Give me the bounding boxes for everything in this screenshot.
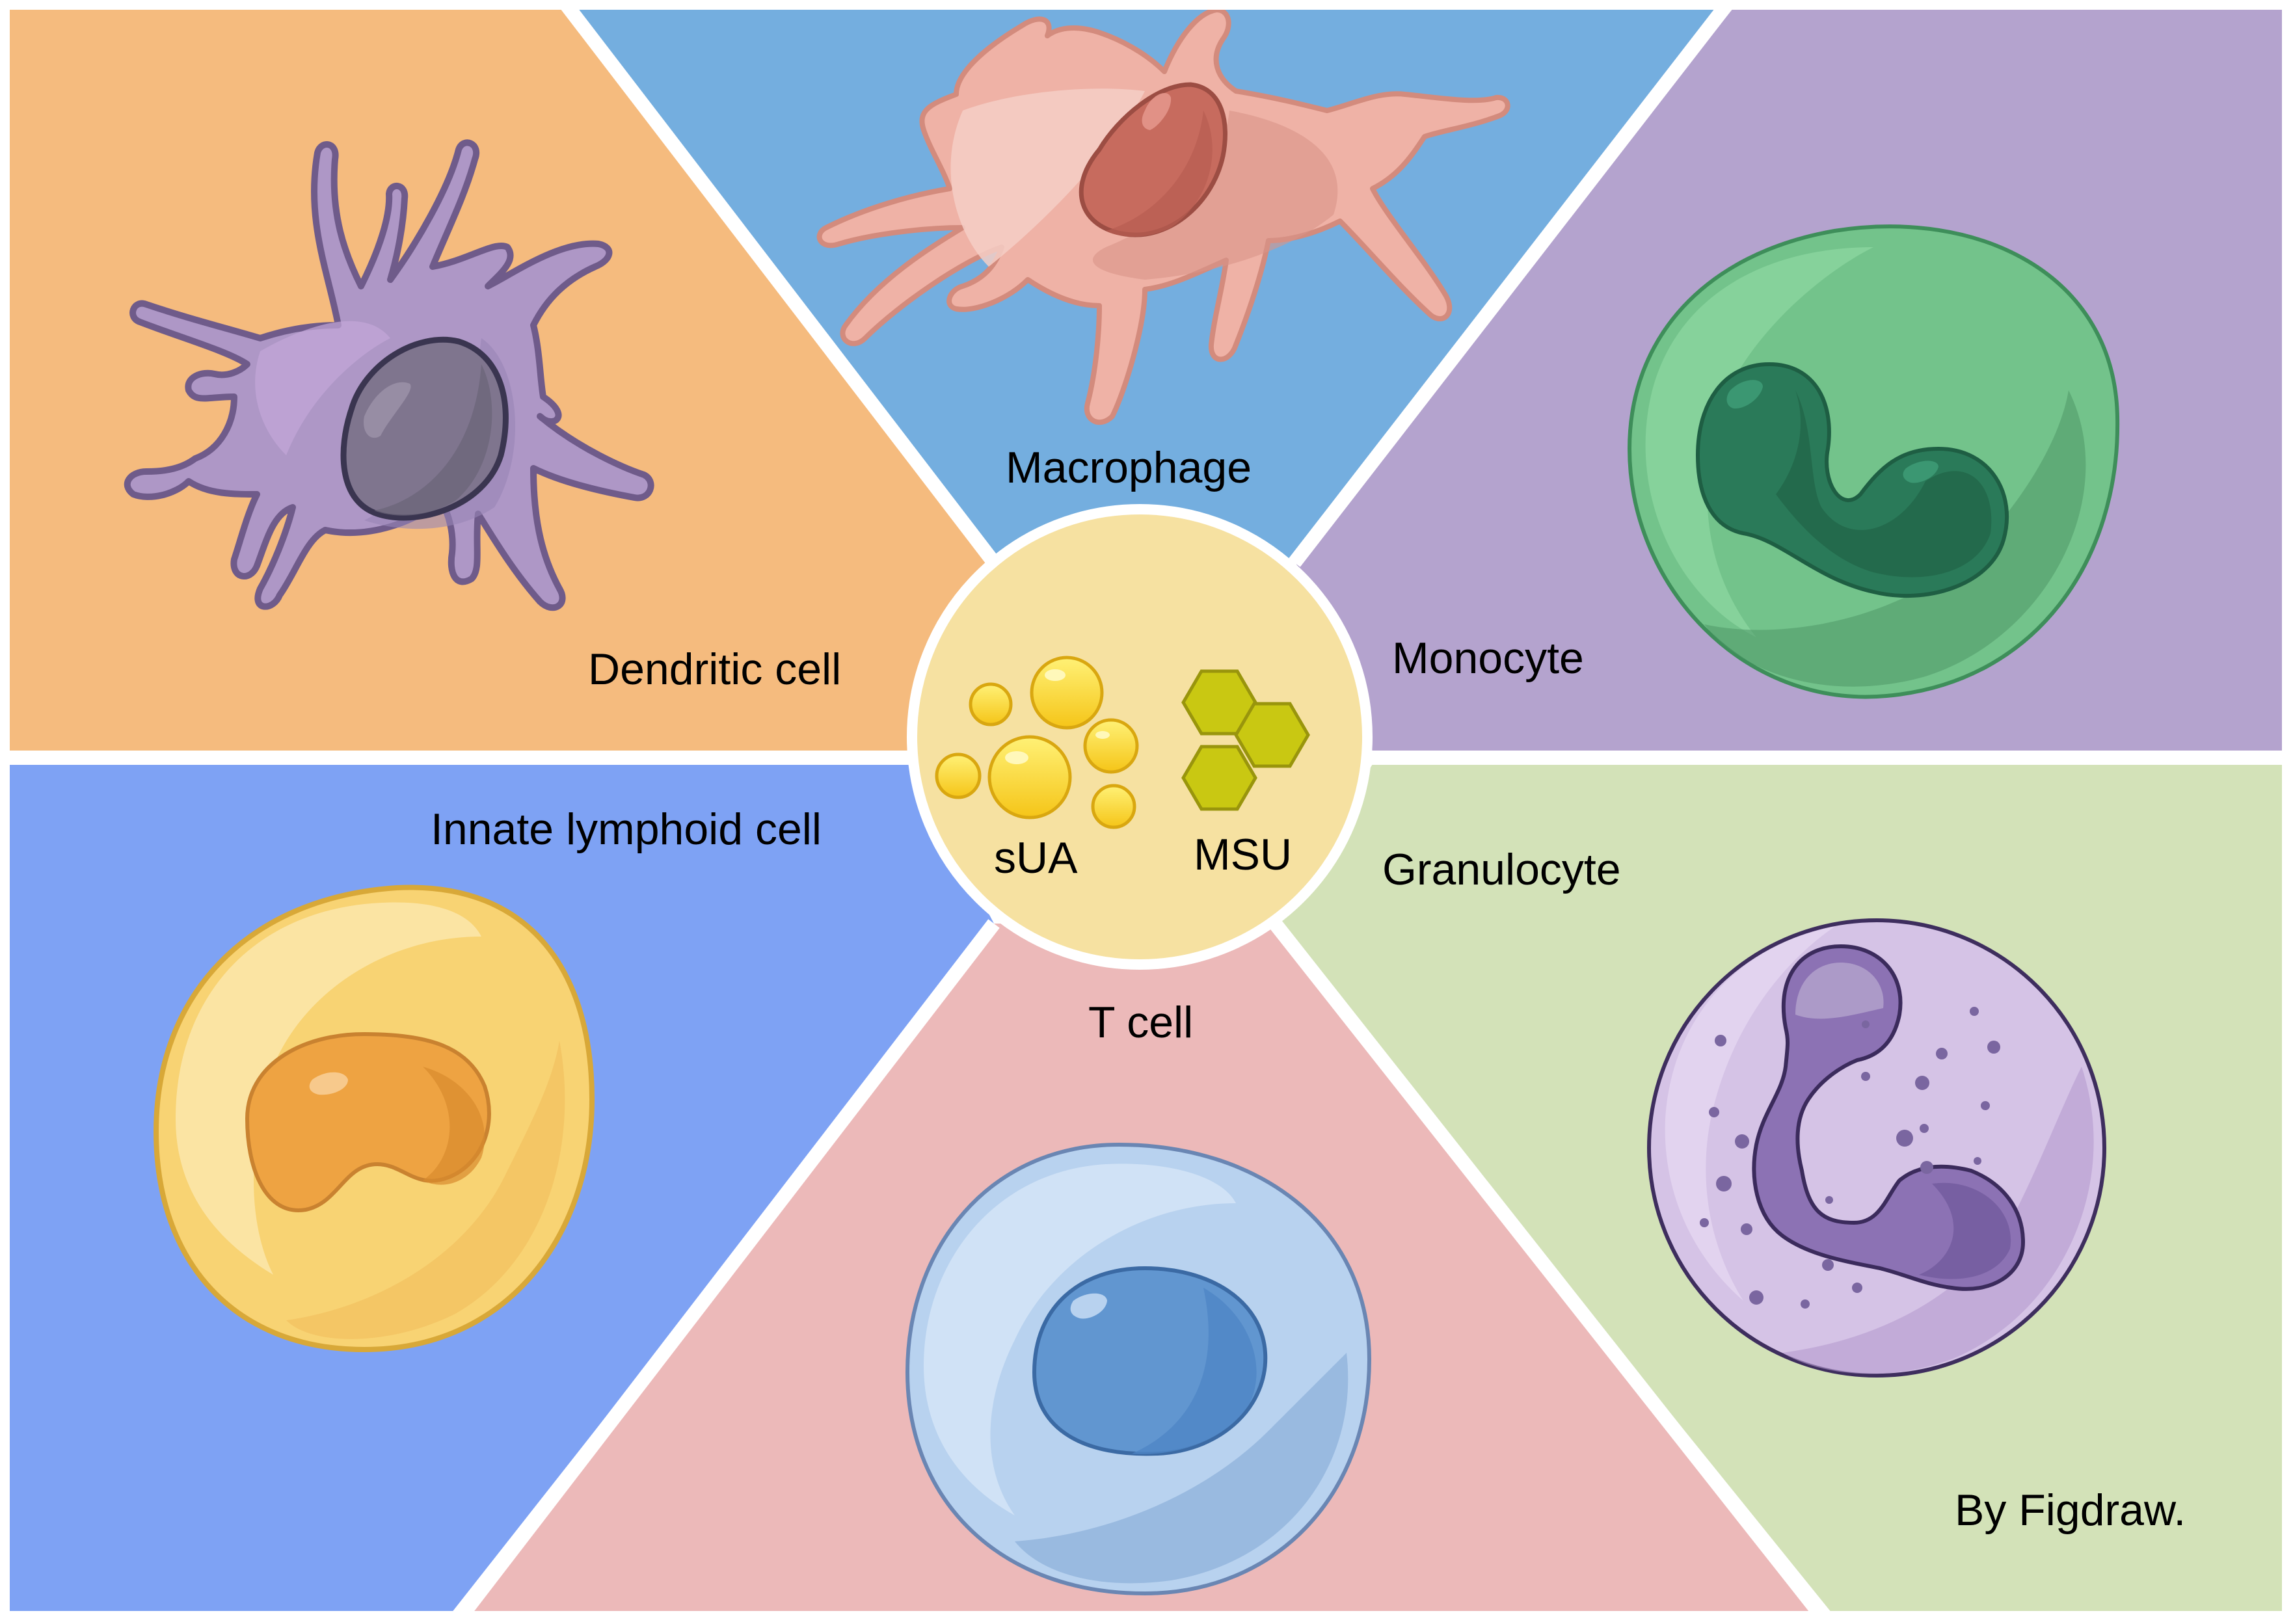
dendritic-cell-icon <box>124 139 654 611</box>
center-circle <box>907 504 1373 970</box>
granule-dots <box>1700 1007 2000 1309</box>
macrophage-label: Macrophage <box>1006 443 1252 492</box>
macrophage-icon <box>816 7 1510 425</box>
granulocyte-label: Granulocyte <box>1382 845 1621 894</box>
t-cell-label: T cell <box>1088 998 1193 1047</box>
center-badge <box>907 504 1373 970</box>
monocyte-icon <box>1627 224 2120 699</box>
innate-lymphoid-cell-icon <box>153 885 595 1353</box>
uric-acid-droplets-icon <box>935 656 1139 829</box>
monocyte-label: Monocyte <box>1392 633 1584 683</box>
granulocyte-icon <box>1647 918 2106 1378</box>
credit-text: By Figdraw. <box>1955 1485 2186 1535</box>
t-cell-icon <box>905 1142 1372 1596</box>
msu-crystals-icon <box>1181 669 1310 811</box>
sua-label: sUA <box>994 833 1078 883</box>
dendritic-cell-label: Dendritic cell <box>588 645 841 694</box>
msu-label: MSU <box>1194 830 1292 879</box>
innate-lymphoid-cell-label: Innate lymphoid cell <box>431 805 822 854</box>
